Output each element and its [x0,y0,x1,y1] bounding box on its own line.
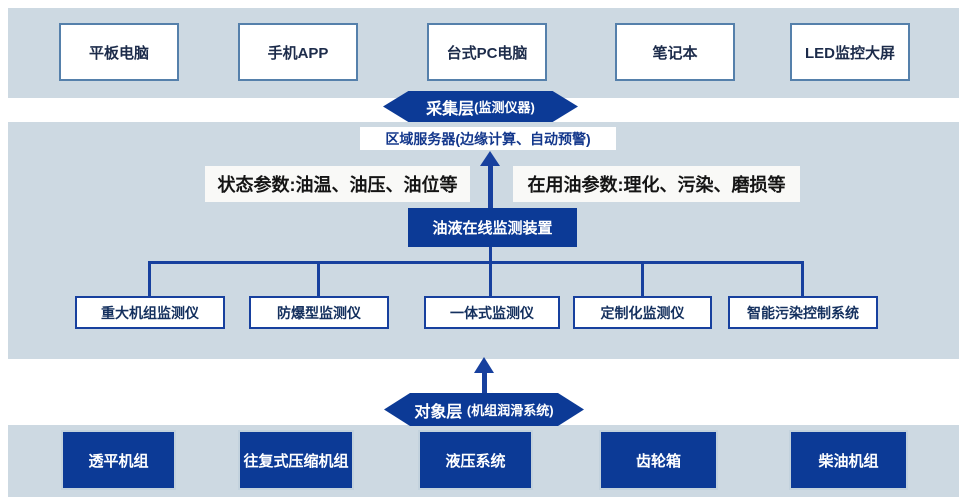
connector-stub-2 [317,261,320,296]
terminal-box-led-screen: LED监控大屏 [790,23,910,81]
connector-horizontal [148,261,804,264]
object-box-turbine-unit: 透平机组 [61,430,176,490]
connector-stub-top [489,247,492,262]
terminal-box-laptop: 笔记本 [615,23,735,81]
up-arrow-shaft-objects-to-monitors [482,372,487,394]
terminal-box-phone-app: 手机APP [238,23,358,81]
status-params-label: 状态参数:油温、油压、油位等 [205,166,470,202]
up-arrow-head-objects-to-monitors [474,357,494,373]
connector-stub-5 [801,261,804,296]
object-layer-subtitle: (机组润滑系统) [466,403,554,418]
object-layer-banner: 对象层 (机组润滑系统) [384,393,584,426]
terminal-box-desktop-pc: 台式PC电脑 [427,23,547,81]
collection-layer-title: 采集层 [426,100,475,118]
connector-stub-1 [148,261,151,296]
monitor-box-contamination-control: 智能污染控制系统 [728,296,878,329]
up-arrow-head-device-to-server [480,151,500,166]
object-box-diesel-unit: 柴油机组 [789,430,908,490]
monitor-box-major-unit: 重大机组监测仪 [75,296,225,329]
object-layer-title: 对象层 [414,403,463,421]
monitor-box-customized: 定制化监测仪 [573,296,712,329]
monitor-box-all-in-one: 一体式监测仪 [424,296,560,329]
terminal-box-tablet: 平板电脑 [59,23,179,81]
object-box-gearbox: 齿轮箱 [599,430,718,490]
connector-stub-3 [489,261,492,296]
object-box-hydraulic-system: 液压系统 [418,430,533,490]
object-box-reciprocating-compressor: 往复式压缩机组 [238,430,354,490]
oil-params-label: 在用油参数:理化、污染、磨损等 [513,166,800,202]
oil-online-monitor-device-box: 油液在线监测装置 [408,208,577,247]
monitor-box-explosion-proof: 防爆型监测仪 [249,296,389,329]
collection-layer-banner: 采集层(监测仪器) [383,91,578,122]
up-arrow-shaft-device-to-server [488,164,493,208]
regional-server-box: 区域服务器(边缘计算、自动预警) [360,127,616,150]
connector-stub-4 [641,261,644,296]
collection-layer-subtitle: (监测仪器) [474,100,535,115]
